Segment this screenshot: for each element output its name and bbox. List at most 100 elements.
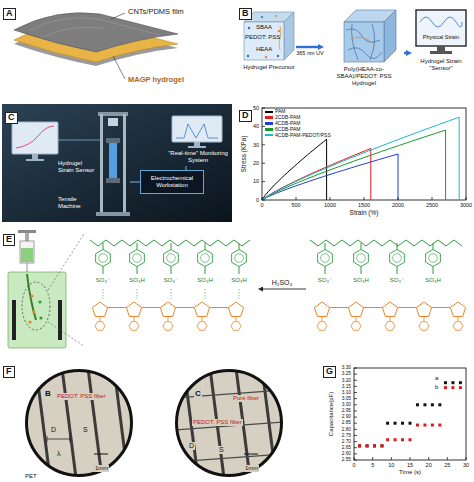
tick-label: 2.55 [342, 457, 351, 463]
capacitance-points [409, 422, 412, 425]
capacitance-points [366, 444, 369, 447]
tensile-device [96, 112, 130, 216]
tensile-monitor [16, 126, 54, 148]
micrograph-outline [24, 368, 134, 478]
tick-label: 40 [253, 123, 259, 129]
text-slot: 15 [407, 462, 413, 468]
legend-label: PAM [275, 109, 285, 114]
sensor-monitor [420, 17, 462, 27]
text-slot: 2.70 [342, 439, 351, 445]
tick-label: 2.85 [342, 420, 351, 426]
tick-label: 3.25 [342, 371, 351, 377]
polymer-drawing [325, 243, 326, 250]
hydrogel-cube [346, 24, 382, 60]
text-slot: 25 [444, 462, 450, 468]
polymer-drawing [429, 254, 438, 263]
polymer-drawing [361, 243, 362, 250]
polymer-drawing [450, 302, 465, 316]
polymer-drawing [361, 267, 362, 275]
tick-label: 3.05 [342, 396, 351, 402]
polymer-structure: SO₃⁻SO₃HSO₃⁻SO₃HSO₃H [86, 232, 258, 346]
polymer-drawing [103, 289, 104, 299]
text-slot: B [239, 2, 252, 20]
capacitance-points [394, 422, 397, 425]
micrograph-outline [174, 368, 284, 478]
text-slot: S [218, 438, 225, 456]
text-slot: 0 [352, 462, 355, 468]
micrograph-outline [62, 368, 76, 478]
polymer-drawing [348, 302, 363, 316]
axis-tick [354, 460, 357, 461]
polymer-drawing [90, 240, 250, 246]
hydrogel-cube [350, 37, 376, 46]
capacitance-points [416, 403, 419, 406]
polymer-drawing [167, 254, 176, 263]
micrograph-outline [27, 371, 132, 476]
axis-tick [354, 441, 357, 442]
text-slot: 2500 [426, 202, 438, 208]
polymer-drawing [239, 267, 240, 275]
capacitance-points [358, 444, 361, 447]
part-label: HEAA [256, 46, 290, 53]
polymer-drawing [385, 322, 395, 331]
polymer-drawing [424, 316, 425, 321]
polymer-drawing [453, 322, 463, 331]
text-slot: b [435, 384, 438, 391]
layered-film [14, 13, 178, 66]
polymer-drawing [96, 250, 111, 267]
text-slot: 5 [371, 462, 374, 468]
polymer-drawing [133, 254, 142, 263]
capacitance-points [373, 444, 376, 447]
axis-tick [262, 163, 265, 164]
text-slot: 30 [253, 142, 259, 148]
text-slot: F [3, 360, 15, 378]
tick-label: 2000 [392, 202, 404, 208]
text-slot: Electrochemical Workstation [142, 175, 202, 189]
polymer-drawing [357, 254, 366, 263]
part-label: PEDOT: PSS fiber [56, 393, 107, 400]
polymer-drawing [137, 243, 138, 250]
polymer-drawing [129, 322, 139, 331]
axis-tick [354, 423, 357, 424]
spinning-setup [18, 230, 36, 233]
legend-label: 2CDB-PAM [275, 115, 300, 120]
polymer-drawing [99, 254, 108, 263]
figure-panel: ACNTs/PDMS filmMAGP hydrogel [0, 0, 234, 100]
tensile-monitor [32, 154, 38, 159]
polymer-drawing [458, 316, 459, 321]
capacitance-points [444, 386, 447, 389]
capacitance-points [423, 403, 426, 406]
panel-letter: E [3, 234, 15, 246]
text-slot: PET [24, 464, 38, 482]
capacitance-points [386, 438, 389, 441]
text-slot: PEDOT: PSS fiber [56, 384, 107, 402]
text-slot: B [44, 382, 52, 400]
polymer-drawing [382, 302, 397, 316]
figure-panel: G [320, 358, 474, 482]
tensile-machine: Hydrogel Strain SensorTensile Machine [58, 110, 130, 218]
monitoring-screen [172, 116, 222, 142]
axis-tick [354, 447, 357, 448]
figure-panel: BSBAAPEDOT: PSSHEAAHydrogel PrecursorPol… [236, 0, 474, 100]
text-slot: Strain (%) [350, 209, 379, 216]
legend-row: 4CDB-PAM-PEDOT/PSS [265, 132, 331, 138]
polymer-drawing [137, 267, 138, 275]
spinning-setup [48, 234, 84, 290]
axis-title: Time (s) [399, 469, 421, 476]
chart-frame [262, 108, 466, 200]
chart-frame [354, 368, 466, 460]
capacitance-points [401, 438, 404, 441]
sensor-monitor [416, 10, 466, 46]
leader-line [113, 56, 125, 79]
text-slot: 10 [253, 178, 259, 184]
tick-label: 2.60 [342, 451, 351, 457]
polymer-drawing [198, 250, 213, 267]
text-slot: D [239, 104, 252, 122]
capacitance-points [358, 386, 462, 447]
text-slot: G [323, 360, 336, 378]
layered-film [40, 27, 104, 38]
polymer-drawing [201, 254, 210, 263]
text-slot: 2.55 [342, 457, 351, 463]
connector-label: 365 nm UV [295, 50, 325, 56]
tick-label: 3.30 [342, 365, 351, 371]
